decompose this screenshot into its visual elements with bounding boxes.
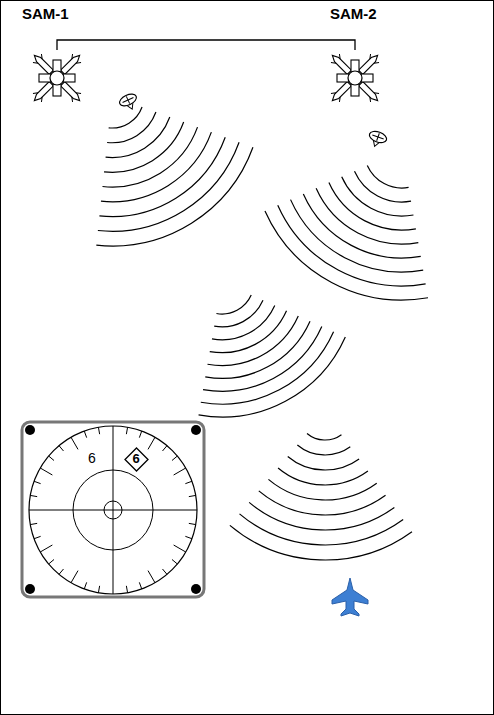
site-label: SAM-1: [22, 6, 69, 23]
rwr-scope: [22, 422, 204, 597]
sam-site-icon: [328, 51, 382, 105]
radar-dish-icon: [118, 92, 141, 113]
threat-number: 6: [132, 452, 139, 466]
sam-link-line: [57, 40, 355, 50]
radar-dish-icon: [366, 129, 388, 149]
sam-site-icon: [30, 51, 84, 105]
threat-diamond: 6: [124, 447, 149, 472]
threat-symbol: 6: [86, 451, 98, 466]
fighter-jet: [332, 578, 368, 616]
site-label: SAM-2: [330, 6, 377, 23]
